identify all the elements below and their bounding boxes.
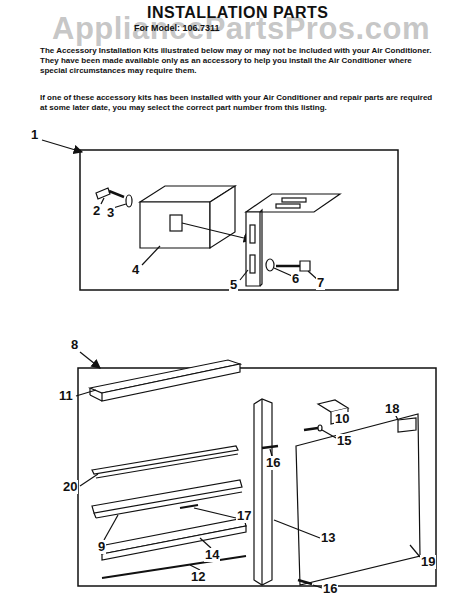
callout-number: 8 [70, 338, 79, 352]
callout-number: 3 [106, 206, 115, 220]
callout-number: 5 [229, 278, 238, 292]
callout-number: 20 [62, 480, 78, 494]
callout-number: 14 [204, 548, 220, 562]
callout-number: 17 [236, 509, 252, 523]
callout-number: 11 [58, 389, 74, 403]
callout-number: 12 [190, 570, 206, 584]
callout-number: 7 [316, 276, 325, 290]
callout-number: 18 [384, 402, 400, 416]
callout-number: 16 [265, 456, 281, 470]
callout-number: 1 [30, 128, 39, 142]
note-text: If one of these accessory kits has been … [40, 93, 440, 113]
callout-number: 15 [336, 434, 352, 448]
callout-number: 6 [291, 272, 300, 286]
callout-number: 19 [420, 555, 436, 569]
note-text: The Accessory Installation Kits illustra… [40, 46, 440, 76]
callout-number: 9 [97, 540, 106, 554]
callout-number: 16 [322, 582, 338, 596]
callout-number: 4 [131, 263, 140, 277]
page-title: INSTALLATION PARTS [147, 4, 328, 22]
model-line: For Model: 106.7311 [134, 24, 220, 34]
callout-number: 2 [92, 204, 101, 218]
callout-number: 13 [320, 531, 336, 545]
callout-number: 10 [334, 412, 350, 426]
